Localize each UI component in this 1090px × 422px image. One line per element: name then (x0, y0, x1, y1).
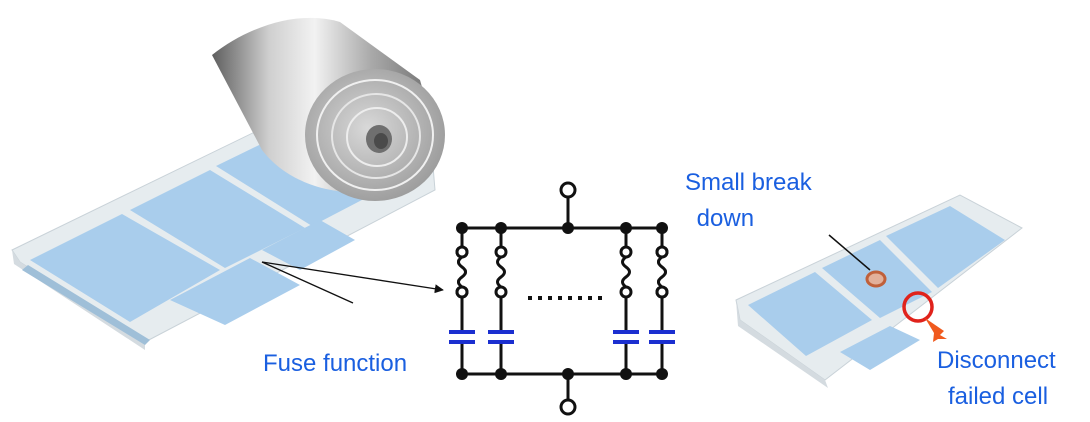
film-cell-5 (262, 220, 355, 270)
small-cell-4 (840, 326, 920, 370)
disconnect-label-line1: Disconnect (937, 347, 1056, 374)
branch-2 (494, 228, 508, 374)
terminal-bottom (559, 398, 577, 416)
branch-3 (619, 228, 633, 374)
breakdown-spot (865, 270, 887, 288)
disconnect-arrow (925, 318, 947, 342)
capacitor-plates (449, 330, 675, 344)
rail-mask (458, 246, 666, 342)
film-cell-2 (130, 170, 305, 268)
roll-ring-3 (346, 107, 408, 167)
film-edge-strip (22, 265, 150, 345)
fuse-function-label: Fuse function (263, 350, 408, 377)
disconnect-highlight-ring (902, 291, 934, 323)
small-cell-1 (748, 272, 872, 356)
failed-film-illustration (735, 194, 1023, 388)
disconnect-label-line2: failed cell (948, 383, 1049, 410)
junction-dots (456, 222, 668, 380)
roll-ring-1 (316, 79, 434, 191)
fuses-outer (455, 245, 669, 299)
small-cell-3 (886, 206, 1005, 288)
pointer-arrow-film-to-circuit (261, 261, 444, 294)
film-cell-1 (30, 214, 220, 322)
roll-core-inner (374, 133, 388, 149)
small-film-side (736, 300, 828, 388)
small-breakdown-label-line1: Small break (685, 169, 812, 196)
breakdown-pointer (828, 234, 871, 271)
pointer-arrow-tail (261, 261, 354, 304)
rolled-film-illustration (11, 17, 445, 350)
film-cell-4 (170, 258, 300, 325)
roll-ring-2 (331, 93, 421, 179)
small-breakdown-label-line2: down (690, 205, 755, 232)
ellipsis-dots (528, 296, 602, 300)
terminal-top (559, 181, 577, 199)
